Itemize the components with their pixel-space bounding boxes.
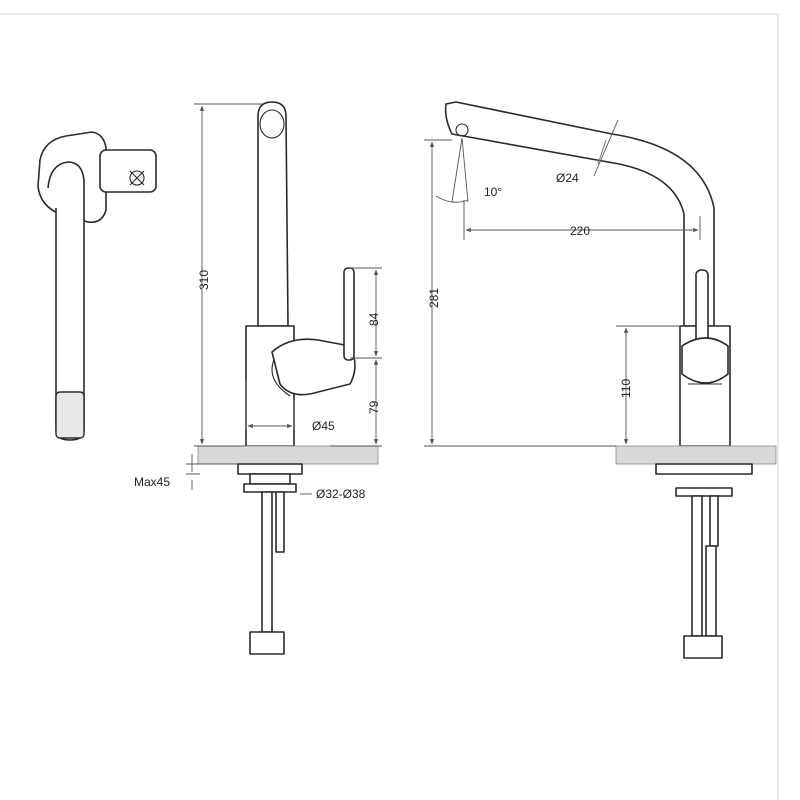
- side-view: [197, 101, 379, 655]
- front-dimensions: [424, 119, 701, 447]
- dim-total-height-front: 281: [427, 288, 441, 308]
- top-view: [37, 131, 157, 441]
- dim-max-counter-thickness: Max45: [134, 475, 170, 489]
- dim-total-height-side: 310: [197, 270, 211, 290]
- dim-handle-to-base: 79: [367, 400, 381, 414]
- dim-front-lower-height: 110: [619, 379, 633, 398]
- dim-hole-diameter-range: Ø32-Ø38: [316, 487, 366, 501]
- front-view: [444, 101, 777, 659]
- dim-spout-angle: 10°: [484, 185, 502, 199]
- sheet-frame: [0, 13, 779, 800]
- dim-body-diameter: Ø45: [312, 419, 335, 433]
- dim-spout-diameter: Ø24: [556, 171, 579, 185]
- side-dimensions: [186, 103, 382, 495]
- dim-spout-reach: 220: [570, 224, 590, 238]
- dim-handle-height: 84: [367, 312, 381, 326]
